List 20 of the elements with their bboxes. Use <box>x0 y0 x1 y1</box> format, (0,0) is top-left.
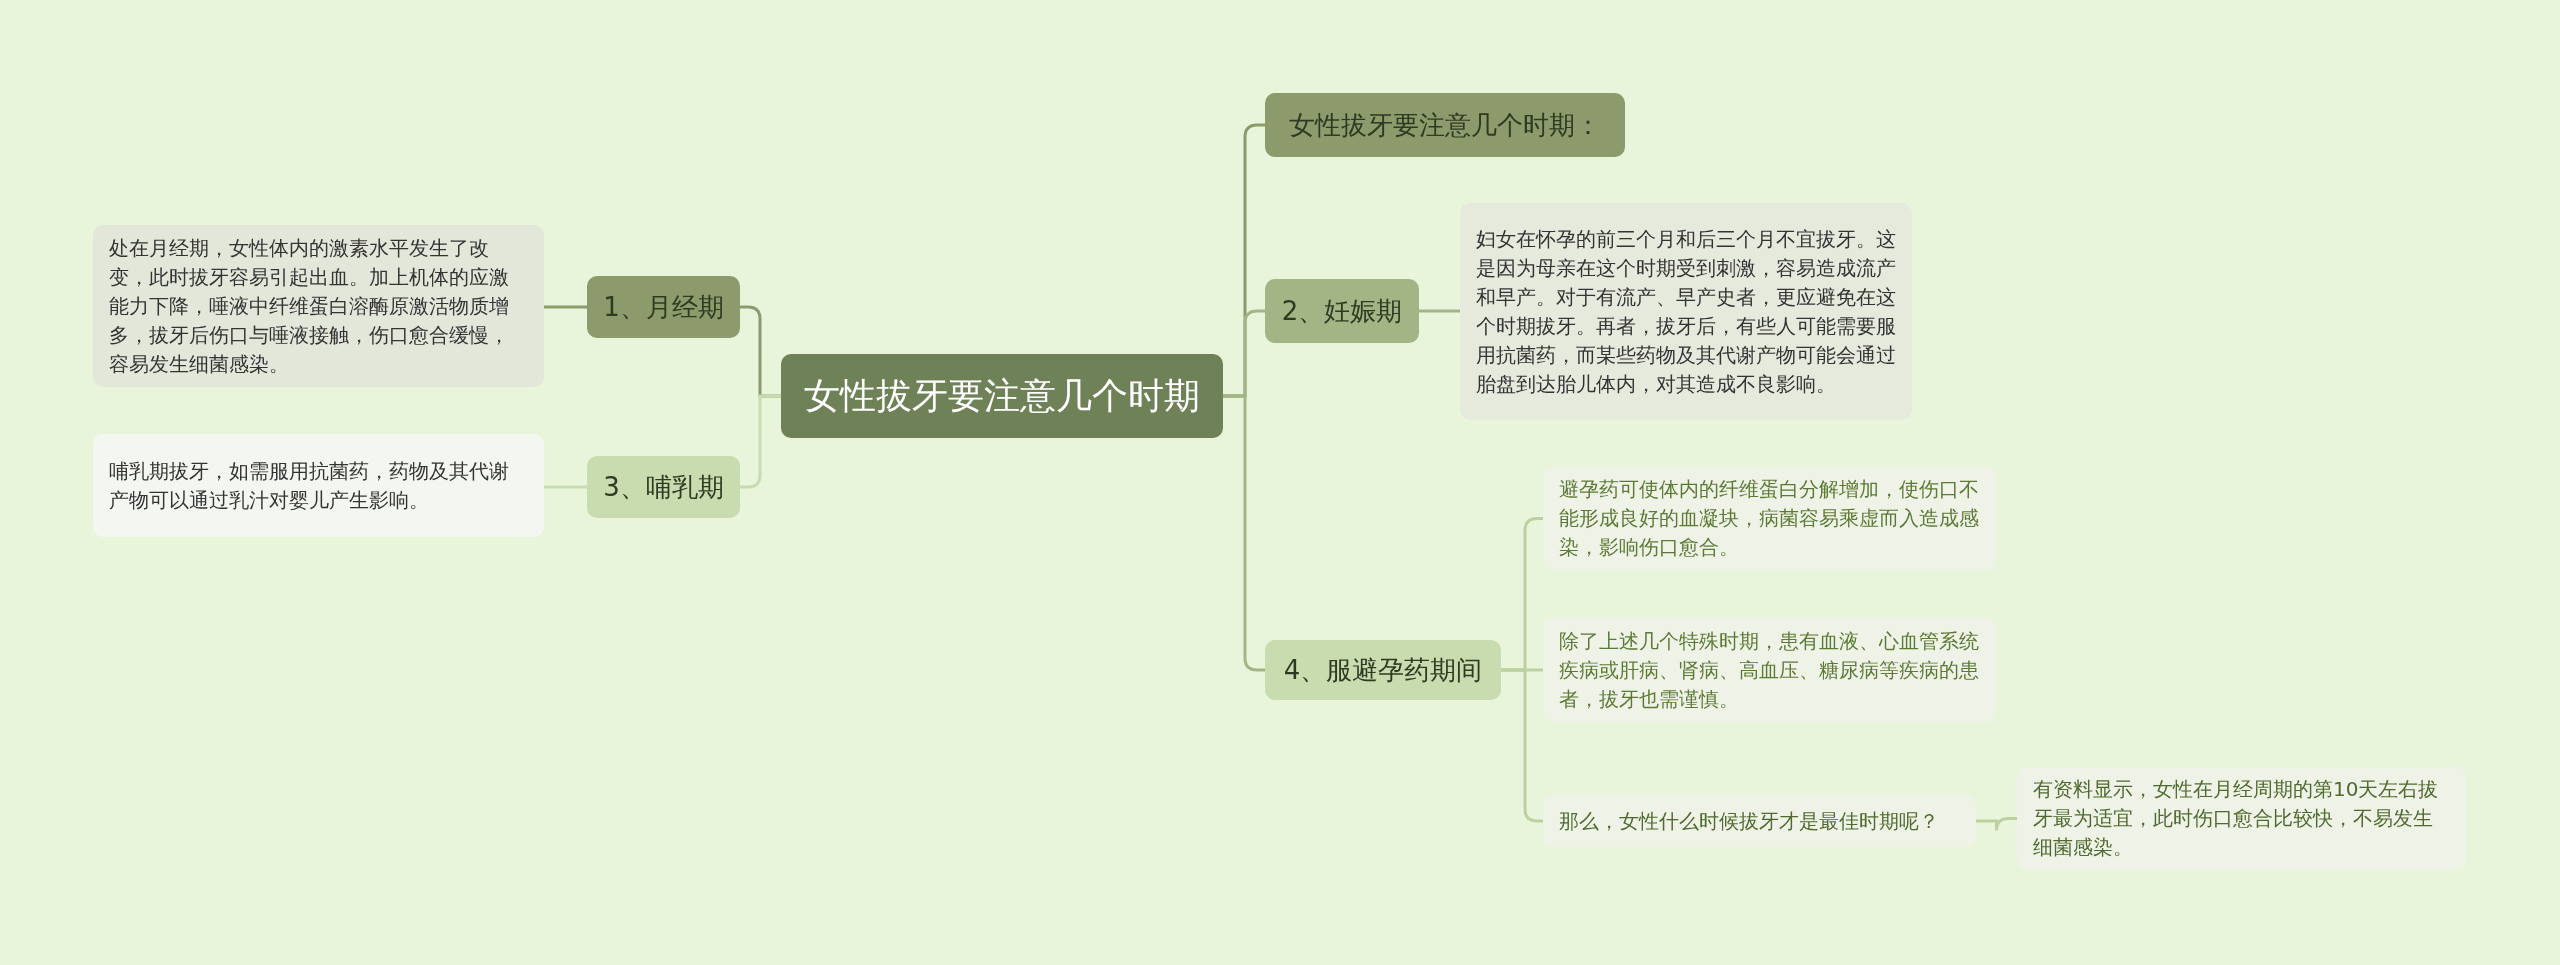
topic-box: 1、月经期 <box>587 276 740 338</box>
note-box: 有资料显示，女性在月经周期的第10天左右拔牙最为适宜，此时伤口愈合比较快，不易发生细菌感染。 <box>2017 767 2466 870</box>
connector-line <box>1501 668 1543 823</box>
note-box: 除了上述几个特殊时期，患有血液、心血管系统疾病或肝病、肾病、高血压、糖尿病等疾病的患者，拔牙也需谨慎。 <box>1543 618 1996 722</box>
connector-line <box>1976 817 2017 832</box>
connector-line <box>1419 309 1460 313</box>
connector-line <box>740 394 781 489</box>
connector-line <box>544 485 587 489</box>
connector-line <box>1223 394 1265 672</box>
central-topic-box: 女性拔牙要注意几个时期 <box>781 354 1223 438</box>
topic-box: 4、服避孕药期间 <box>1265 640 1501 700</box>
topic-box: 3、哺乳期 <box>587 456 740 518</box>
note-box: 处在月经期，女性体内的激素水平发生了改变，此时拔牙容易引起出血。加上机体的应激能力下降，唾液中纤维蛋白溶酶原激活物质增多，拔牙后伤口与唾液接触，伤口愈合缓慢，容易发生细菌感染。 <box>93 225 544 387</box>
topic-box: 2、妊娠期 <box>1265 279 1419 343</box>
note-box: 那么，女性什么时候拔牙才是最佳时期呢？ <box>1543 795 1976 847</box>
topic-box: 女性拔牙要注意几个时期： <box>1265 93 1625 157</box>
note-box: 避孕药可使体内的纤维蛋白分解增加，使伤口不能形成良好的血凝块，病菌容易乘虚而入造成感染，影响伤口愈合。 <box>1543 467 1996 570</box>
note-box: 妇女在怀孕的前三个月和后三个月不宜拔牙。这是因为母亲在这个时期受到刺激，容易造成流产和早产。对于有流产、早产史者，更应避免在这个时期拔牙。再者，拔牙后，有些人可能需要服用抗菌药，而某些药物及其代谢产物可能会通过胎盘到达胎儿体内，对其造成不良影响。 <box>1460 203 1912 420</box>
connector-line <box>544 305 587 309</box>
note-box: 哺乳期拔牙，如需服用抗菌药，药物及其代谢产物可以通过乳汁对婴儿产生影响。 <box>93 434 544 537</box>
